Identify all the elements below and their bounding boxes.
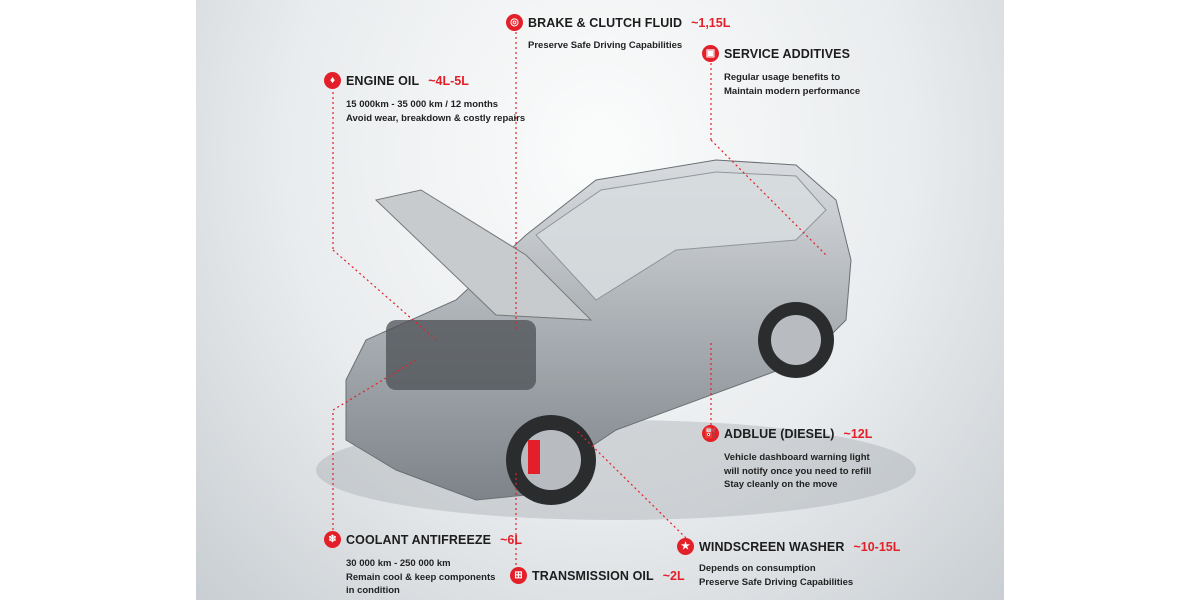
item-title: TRANSMISSION OIL	[532, 568, 654, 583]
item-amount: ~2L	[662, 568, 685, 583]
item-desc-line: in condition	[346, 585, 400, 596]
item-desc-line: Depends on consumption	[699, 563, 816, 574]
item-windscreen-washer: ★ WINDSCREEN WASHER ~10-15L Depends on con…	[677, 538, 900, 589]
item-title: COOLANT ANTIFREEZE	[346, 532, 492, 547]
item-desc-line: Vehicle dashboard warning light	[724, 452, 870, 463]
item-desc-line: Maintain modern performance	[724, 85, 861, 97]
engine-bay	[386, 320, 536, 390]
snowflake-icon: ❄	[324, 531, 341, 548]
item-desc-line: Preserve Safe Driving Capabilities	[699, 576, 854, 588]
item-adblue: ⛽ ADBLUE (DIESEL) ~12L Vehicle dashboard w…	[702, 425, 872, 492]
item-transmission-oil: ⊞ TRANSMISSION OIL ~2L	[510, 567, 685, 584]
item-title: ENGINE OIL	[346, 73, 420, 88]
item-amount: ~1,15L	[691, 15, 731, 30]
item-desc-line: Remain cool & keep components	[346, 571, 496, 583]
item-amount: ~4L-5L	[428, 73, 469, 88]
item-title: SERVICE ADDITIVES	[724, 46, 851, 61]
item-desc-line: Regular usage benefits to	[724, 72, 841, 83]
infographic-panel: ◎ BRAKE & CLUTCH FLUID ~1,15L Preserve Saf…	[196, 0, 1004, 600]
item-title: BRAKE & CLUTCH FLUID	[528, 15, 683, 30]
brake-caliper	[528, 440, 540, 474]
item-amount: ~6L	[500, 532, 522, 547]
car-windows	[535, 171, 827, 301]
item-desc-line: will notify once you need to refill	[724, 465, 872, 477]
item-title: ADBLUE (DIESEL)	[724, 426, 835, 441]
fuel-pump-icon: ⛽	[702, 425, 719, 442]
item-brake-clutch-fluid: ◎ BRAKE & CLUTCH FLUID ~1,15L Preserve Saf…	[506, 14, 730, 53]
additive-can-icon: ▣	[702, 45, 719, 62]
item-desc-line: Preserve Safe Driving Capabilities	[528, 40, 683, 51]
item-amount: ~12L	[843, 426, 873, 441]
item-engine-oil: ♦ ENGINE OIL ~4L-5L 15 000km - 35 000 km /…	[324, 72, 525, 125]
leader-lines	[332, 32, 827, 565]
item-desc-line: 15 000km - 35 000 km / 12 months	[346, 99, 499, 110]
item-amount: ~10-15L	[853, 539, 901, 554]
washer-star-icon: ★	[677, 538, 694, 555]
gearbox-icon: ⊞	[510, 567, 527, 584]
car-illustration	[316, 32, 916, 565]
brake-disc-icon: ◎	[506, 14, 523, 31]
item-title: WINDSCREEN WASHER	[699, 539, 845, 554]
item-desc-line: 30 000 km - 250 000 km	[346, 558, 451, 569]
oil-drop-icon: ♦	[324, 72, 341, 89]
item-service-additives: ▣ SERVICE ADDITIVES Regular usage benefit…	[702, 45, 860, 98]
item-desc-line: Stay cleanly on the move	[724, 479, 838, 490]
car-hood-open	[374, 189, 593, 321]
item-desc-line: Avoid wear, breakdown & costly repairs	[346, 112, 526, 124]
item-coolant-antifreeze: ❄ COOLANT ANTIFREEZE ~6L 30 000 km - 250 0…	[324, 531, 522, 598]
